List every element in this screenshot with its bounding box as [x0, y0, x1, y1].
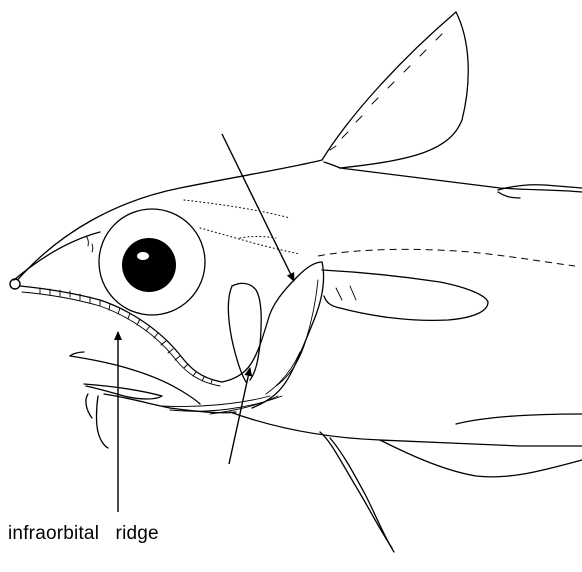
head-sensory-canals [184, 200, 300, 254]
pectoral-fin [322, 270, 488, 320]
snout [14, 232, 100, 280]
barbel [86, 394, 108, 448]
arrow-upper-operculum [222, 134, 294, 281]
arrow-lower-operculum [229, 368, 250, 464]
infraorbital-ridge [10, 279, 222, 386]
operculum [222, 262, 324, 408]
lateral-line [318, 249, 575, 266]
eye [99, 209, 205, 315]
dorsal-fin [322, 12, 468, 168]
infraorbital-ridge-label: infraorbital ridge [8, 523, 159, 545]
mouth [70, 352, 282, 414]
